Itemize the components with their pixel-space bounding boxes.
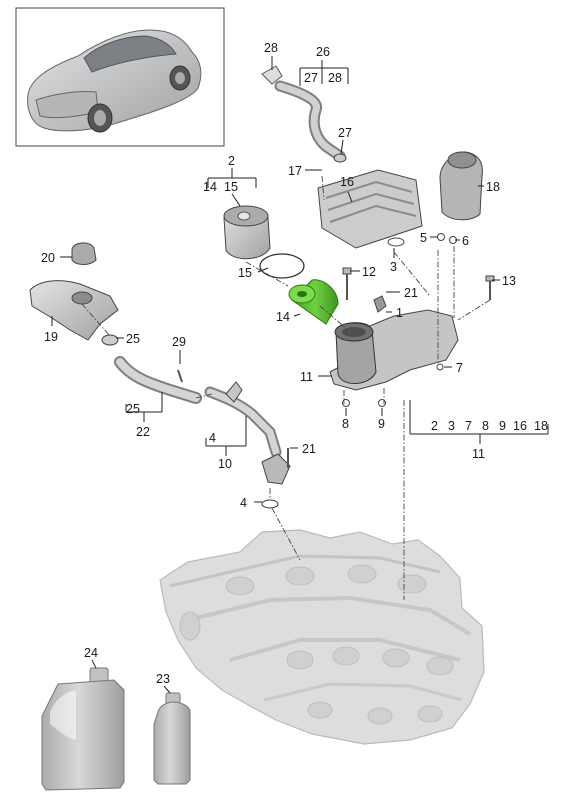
callout-11-sub-8: 8 xyxy=(482,419,489,433)
callout-labels: 28 26 27 28 27 2 14 15 17 16 18 5 6 3 20… xyxy=(41,41,548,686)
callout-10-pipe-set: 10 xyxy=(218,457,232,471)
callout-26-hose-set: 26 xyxy=(316,45,330,59)
callout-25-clamp: 25 xyxy=(126,332,140,346)
callout-8-seal: 8 xyxy=(342,417,349,431)
callout-9-seal: 9 xyxy=(378,417,385,431)
callout-11-sub-16: 16 xyxy=(513,419,527,433)
callout-10-sub-4: 4 xyxy=(209,431,216,445)
callout-2-sub-15: 15 xyxy=(224,180,238,194)
oil-filter-element-icon xyxy=(288,279,339,325)
callout-leaders-bottles xyxy=(91,659,171,694)
callout-2-sub-14: 14 xyxy=(203,180,217,194)
oil-bottle-small-icon xyxy=(153,692,191,785)
callout-1-sensor: 1 xyxy=(396,306,403,320)
callout-15-o-ring: 15 xyxy=(238,266,252,280)
car-thumbnail-icon xyxy=(27,29,202,133)
callout-26-sub-27: 27 xyxy=(304,71,318,85)
callout-22-pipe-set: 22 xyxy=(136,425,150,439)
callout-24-oil-canister: 24 xyxy=(84,646,98,660)
callout-11-sub-2: 2 xyxy=(431,419,438,433)
oil-canister-large-icon xyxy=(41,667,125,791)
leader-lines xyxy=(51,56,549,600)
callout-4-o-ring: 4 xyxy=(240,496,247,510)
callout-28-clip: 28 xyxy=(264,41,278,55)
callout-20-cap: 20 xyxy=(41,251,55,265)
callout-11-housing-upper: 11 xyxy=(300,370,313,384)
callout-23-oil-bottle: 23 xyxy=(156,672,170,686)
callout-5-seal: 5 xyxy=(420,231,427,245)
parts-shapes xyxy=(29,65,495,509)
callout-7-seal: 7 xyxy=(456,361,463,375)
callout-26-sub-28: 28 xyxy=(328,71,342,85)
callout-11-sub-18: 18 xyxy=(534,419,548,433)
callout-13-bolt: 13 xyxy=(502,274,516,288)
callout-29-bolt: 29 xyxy=(172,335,186,349)
callout-16-oil-cooler: 16 xyxy=(340,175,354,189)
callout-11-sub-7: 7 xyxy=(465,419,472,433)
callout-11-sub-9: 9 xyxy=(499,419,506,433)
callout-18-filler: 18 xyxy=(486,180,500,194)
callout-21-bolt-upper: 21 xyxy=(404,286,418,300)
callout-27-clamp: 27 xyxy=(338,126,352,140)
callout-22-sub-25: 25 xyxy=(126,402,140,416)
callout-3-seal: 3 xyxy=(390,260,397,274)
callout-17-bolt: 17 xyxy=(288,164,302,178)
callout-19-bracket: 19 xyxy=(44,330,58,344)
callout-12-bolt: 12 xyxy=(362,265,376,279)
car-thumbnail xyxy=(15,7,225,147)
callout-11-sub-3: 3 xyxy=(448,419,455,433)
callout-11-housing-set: 11 xyxy=(472,447,485,461)
engine-block-icon xyxy=(159,529,485,745)
callout-21-bolt-lower: 21 xyxy=(302,442,316,456)
callout-14-filter: 14 xyxy=(276,310,290,324)
callout-2-cap-set: 2 xyxy=(228,154,235,168)
callout-6-seal: 6 xyxy=(462,234,469,248)
